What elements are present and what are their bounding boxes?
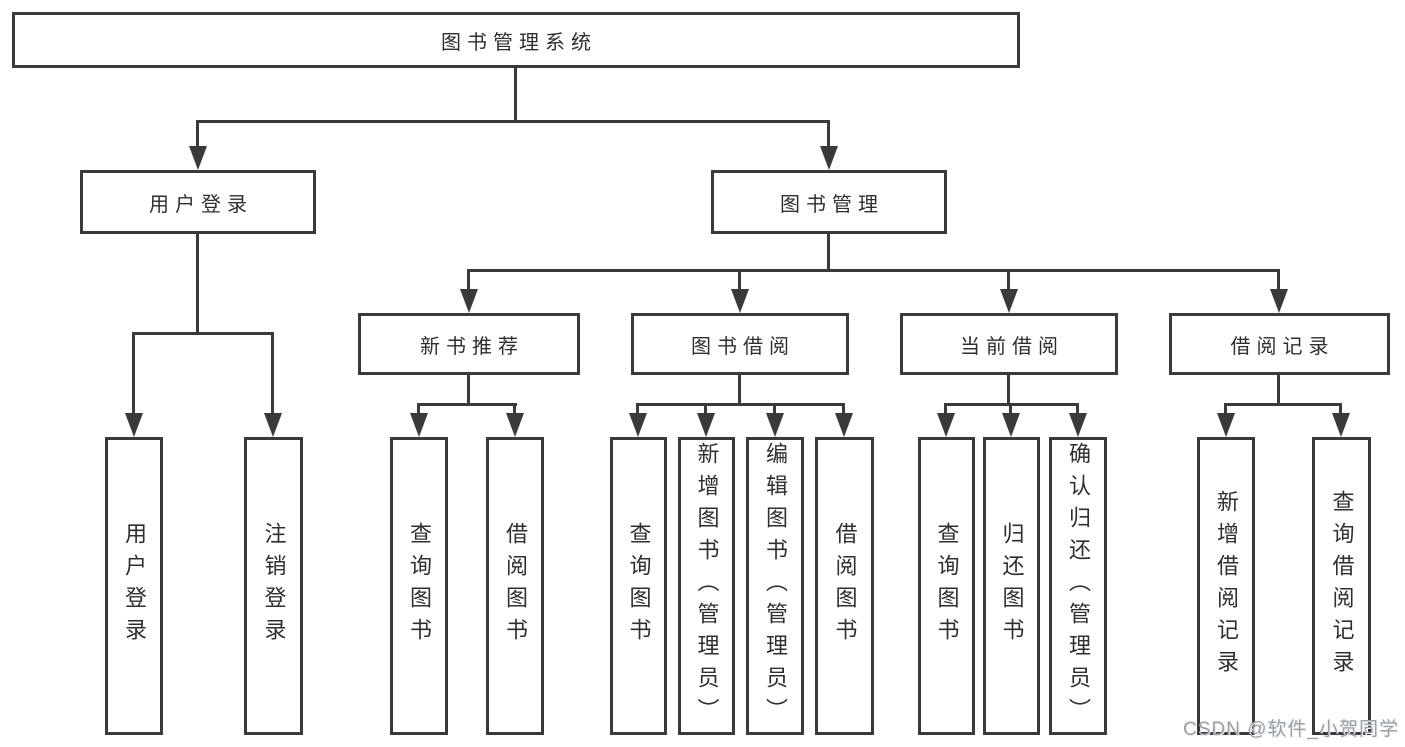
connector-drop-leaf-logout xyxy=(271,332,274,417)
arrow-down-icon xyxy=(460,289,478,313)
connector-trunk-user-login xyxy=(196,232,199,335)
section-node-new-book-recommendation: 新书推荐 xyxy=(358,313,580,375)
connector-drop xyxy=(636,403,639,417)
leaf-node-query-books-borrowing: 查询图书 xyxy=(610,437,667,735)
leaf-node-query-books-recommend: 查询图书 xyxy=(390,437,448,735)
leaf-label: 借阅图书 xyxy=(503,522,528,650)
section-node-borrowing-records: 借阅记录 xyxy=(1169,313,1390,375)
arrow-down-icon xyxy=(125,413,143,437)
connector-drop-borrowing-records xyxy=(1277,269,1280,293)
connector-rail-level2 xyxy=(197,120,830,123)
csdn-watermark: CSDN @软件_小贺同学 xyxy=(1183,719,1399,740)
connector-drop xyxy=(417,403,420,417)
arrow-down-icon xyxy=(1332,413,1350,437)
leaf-node-query-borrow-records: 查询借阅记录 xyxy=(1312,437,1371,735)
leaf-label: 归还图书 xyxy=(999,522,1025,650)
leaf-label: 确认归还（管理员） xyxy=(1066,442,1091,730)
leaf-label: 查询图书 xyxy=(626,522,652,650)
leaf-node-query-books-current: 查询图书 xyxy=(918,437,975,735)
leaf-node-edit-books-admin: 编辑图书（管理员） xyxy=(746,437,804,735)
leaf-label: 查询借阅记录 xyxy=(1329,490,1355,682)
arrow-down-icon xyxy=(506,413,524,437)
connector-drop-book-management xyxy=(827,120,830,148)
connector-trunk-book-borrowing xyxy=(738,373,741,406)
leaf-label: 借阅图书 xyxy=(832,522,858,650)
connector-drop xyxy=(704,403,707,417)
connector-trunk-root xyxy=(514,66,517,123)
leaf-node-return-books: 归还图书 xyxy=(983,437,1040,735)
connector-drop xyxy=(944,403,947,417)
leaf-node-add-books-admin: 新增图书（管理员） xyxy=(678,437,735,735)
connector-rail-book-borrowing xyxy=(637,403,845,406)
connector-drop xyxy=(1339,403,1342,417)
connector-drop-new-book xyxy=(467,269,470,293)
arrow-down-icon xyxy=(1000,289,1018,313)
arrow-down-icon xyxy=(1002,413,1020,437)
connector-drop xyxy=(773,403,776,417)
connector-drop xyxy=(842,403,845,417)
arrow-down-icon xyxy=(766,413,784,437)
section-node-current-borrowing: 当前借阅 xyxy=(900,313,1118,375)
arrow-down-icon xyxy=(629,413,647,437)
connector-drop-current-borrowing xyxy=(1007,269,1010,293)
leaf-label: 用户登录 xyxy=(122,522,147,650)
connector-rail-level3 xyxy=(468,269,1280,272)
arrow-down-icon xyxy=(264,413,282,437)
connector-trunk-current-borrowing xyxy=(1007,373,1010,406)
leaf-node-logout: 注销登录 xyxy=(244,437,303,735)
connector-drop-leaf-user-login xyxy=(132,332,135,417)
leaf-node-confirm-return-admin: 确认归还（管理员） xyxy=(1049,437,1107,735)
connector-drop-book-borrowing xyxy=(738,269,741,293)
leaf-label: 编辑图书（管理员） xyxy=(763,442,788,730)
arrow-down-icon xyxy=(1270,289,1288,313)
leaf-label: 查询图书 xyxy=(934,522,960,650)
arrow-down-icon xyxy=(697,413,715,437)
arrow-down-icon xyxy=(1069,413,1087,437)
arrow-down-icon xyxy=(937,413,955,437)
leaf-label: 查询图书 xyxy=(407,522,432,650)
root-node-library-management-system: 图书管理系统 xyxy=(12,12,1020,68)
connector-drop-user-login xyxy=(196,120,199,148)
leaf-node-borrow-books-recommend: 借阅图书 xyxy=(486,437,544,735)
connector-rail-user-login xyxy=(133,332,274,335)
connector-trunk-borrowing-records xyxy=(1277,373,1280,406)
arrow-down-icon xyxy=(410,413,428,437)
arrow-down-icon xyxy=(835,413,853,437)
leaf-node-user-login: 用户登录 xyxy=(105,437,163,735)
connector-drop xyxy=(1224,403,1227,417)
connector-drop xyxy=(1076,403,1079,417)
arrow-down-icon xyxy=(189,146,207,170)
leaf-node-borrow-books-borrowing: 借阅图书 xyxy=(815,437,874,735)
connector-rail-new-book xyxy=(418,403,517,406)
arrow-down-icon xyxy=(820,146,838,170)
branch-node-user-login: 用户登录 xyxy=(80,170,316,234)
arrow-down-icon xyxy=(731,289,749,313)
connector-rail-borrowing-records xyxy=(1225,403,1342,406)
leaf-label: 注销登录 xyxy=(261,522,287,650)
leaf-node-add-borrow-record: 新增借阅记录 xyxy=(1197,437,1255,735)
section-node-book-borrowing: 图书借阅 xyxy=(631,313,849,375)
branch-node-book-management: 图书管理 xyxy=(711,170,947,234)
connector-drop xyxy=(1009,403,1012,417)
connector-drop xyxy=(513,403,516,417)
connector-rail-current-borrowing xyxy=(945,403,1079,406)
connector-trunk-new-book xyxy=(467,373,470,406)
leaf-label: 新增图书（管理员） xyxy=(694,442,720,730)
connector-trunk-book-management xyxy=(827,232,830,272)
leaf-label: 新增借阅记录 xyxy=(1214,490,1239,682)
arrow-down-icon xyxy=(1217,413,1235,437)
